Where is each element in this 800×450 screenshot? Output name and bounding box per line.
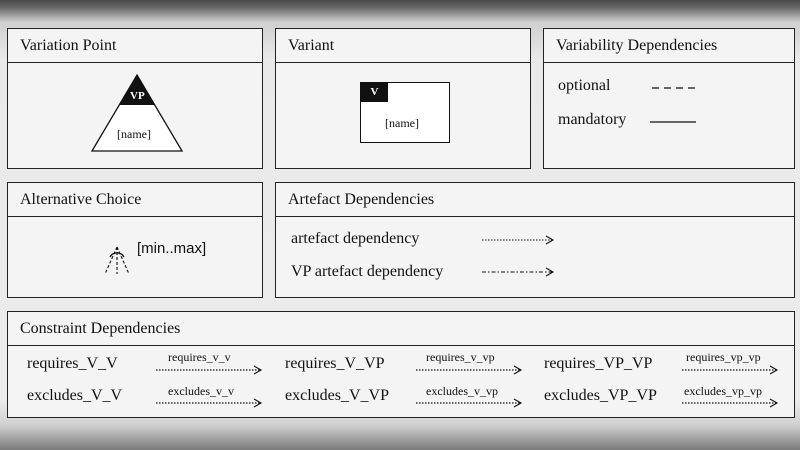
variant-box: V [name] — [360, 82, 450, 143]
excludes-vp-vp-label: excludes_VP_VP — [544, 387, 657, 404]
variation-point-name: [name] — [117, 127, 151, 141]
requires-v-v-arrow-label: requires_v_v — [168, 350, 231, 364]
variant-badge: V — [361, 83, 388, 102]
excludes-v-v-arrow — [156, 398, 263, 408]
constraint-dependencies-title: Constraint Dependencies — [8, 312, 794, 346]
variation-point-title: Variation Point — [8, 29, 262, 63]
alternative-choice-label: [min..max] — [137, 240, 207, 257]
vp-artefact-dependency-arrow — [482, 267, 555, 277]
variation-point-triangle-icon — [90, 73, 184, 152]
variability-dependencies-title: Variability Dependencies — [544, 29, 794, 63]
variability-dependencies-panel: Variability Dependencies optional mandat… — [543, 28, 795, 169]
optional-label: optional — [558, 77, 611, 94]
variation-point-panel: Variation Point VP [name] — [7, 28, 263, 169]
excludes-vp-vp-arrow-label: excludes_vp_vp — [684, 384, 762, 398]
excludes-vp-vp-arrow — [682, 398, 779, 408]
requires-vp-vp-arrow-label: requires_vp_vp — [686, 350, 761, 364]
alternative-choice-panel: Alternative Choice [min..max] — [7, 182, 263, 298]
variant-name: [name] — [385, 116, 419, 130]
artefact-dependencies-title: Artefact Dependencies — [276, 183, 794, 217]
constraint-dependencies-panel: Constraint Dependencies requires_V_V req… — [7, 311, 795, 418]
excludes-v-vp-arrow — [416, 398, 523, 408]
excludes-v-v-arrow-label: excludes_v_v — [168, 384, 234, 398]
requires-v-v-arrow — [156, 365, 263, 375]
requires-vp-vp-arrow — [682, 365, 779, 375]
mandatory-label: mandatory — [558, 111, 627, 128]
variant-title: Variant — [276, 29, 530, 63]
requires-vp-vp-label: requires_VP_VP — [544, 355, 653, 372]
alternative-choice-title: Alternative Choice — [8, 183, 262, 217]
requires-v-vp-arrow — [416, 365, 523, 375]
requires-v-vp-label: requires_V_VP — [285, 355, 385, 372]
variation-point-badge: VP — [130, 90, 145, 102]
requires-v-vp-arrow-label: requires_v_vp — [426, 350, 495, 364]
variant-panel: Variant V [name] — [275, 28, 531, 169]
optional-line — [652, 87, 698, 89]
artefact-dependency-arrow — [482, 235, 555, 245]
excludes-v-vp-label: excludes_V_VP — [285, 387, 389, 404]
vp-artefact-dependency-label: VP artefact dependency — [291, 263, 444, 280]
excludes-v-v-label: excludes_V_V — [27, 387, 123, 404]
artefact-dependency-label: artefact dependency — [291, 230, 420, 247]
excludes-v-vp-arrow-label: excludes_v_vp — [426, 384, 498, 398]
alternative-choice-fan-icon — [104, 246, 130, 275]
mandatory-line — [650, 121, 696, 123]
artefact-dependencies-panel: Artefact Dependencies artefact dependenc… — [275, 182, 795, 298]
variant-badge-label: V — [370, 86, 379, 98]
requires-v-v-label: requires_V_V — [27, 355, 118, 372]
